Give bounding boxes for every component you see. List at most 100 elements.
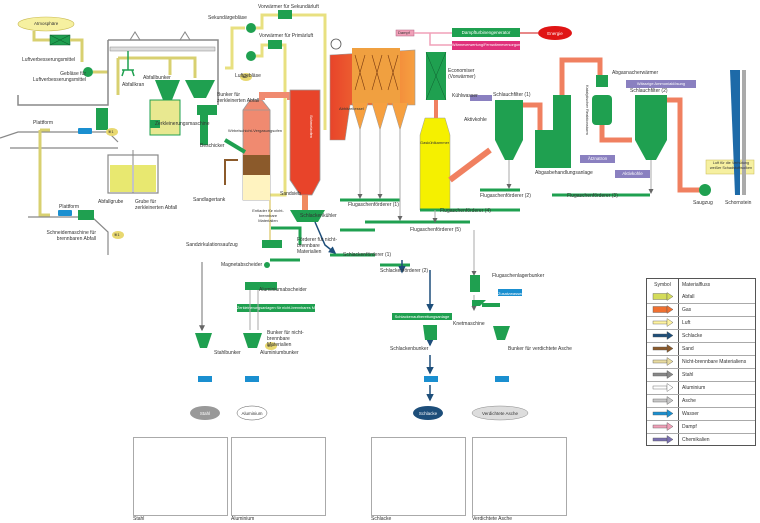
photo-caption: Aluminium xyxy=(231,516,255,522)
legend-label: Abfall xyxy=(678,291,755,304)
heat-supply-label: Wärmeverwertung/Fernwärmeversorgung xyxy=(452,43,523,47)
flue-gas-treatment-label: Abgasbehandlungsanlage xyxy=(535,170,593,176)
output-aluminium: Aluminium xyxy=(241,411,263,416)
legend-row: Asche xyxy=(647,394,755,408)
photo-slag xyxy=(371,437,466,516)
primary-preheater-label: Vorwärmer für Primärluft xyxy=(259,33,314,39)
plume-air-label: Luft für die Verhütung weißer Schadstoff… xyxy=(709,161,753,170)
legend-row: Dampf xyxy=(647,420,755,434)
fly-ash-conveyor-4-label: Flugaschenförderer (4) xyxy=(440,208,491,214)
platform-2-label: Plattform xyxy=(59,204,80,210)
legend-row: Nicht-brennbare Materialiens xyxy=(647,355,755,369)
shredded-bunker xyxy=(185,80,215,98)
fly-ash-storage-label: Flugaschenlagerbunker xyxy=(492,273,545,279)
legend-header-symbol: Symbol xyxy=(647,279,679,291)
legend-arrow-icon xyxy=(652,382,673,392)
legend-arrow-icon xyxy=(652,356,673,366)
ref-1-marker: ※1 xyxy=(108,129,114,134)
legend-row: Sand xyxy=(647,342,755,356)
slag-bunker xyxy=(423,325,437,340)
air-improver-blower xyxy=(83,67,93,77)
legend-row: Chemikalien xyxy=(647,433,755,446)
ref-2-marker-b: ※2 xyxy=(267,343,273,348)
legend-label: Chemikalien xyxy=(682,437,710,443)
chimney-label: Schornstein xyxy=(725,200,752,206)
catalytic-reactor-label: Katalytischer Reaktionsturm xyxy=(585,85,590,135)
non-combustible-conveyor-label: Förderer für nicht-brennbare Materialien xyxy=(297,237,338,255)
output-steel: Stahl xyxy=(199,411,211,416)
photo-steel xyxy=(133,437,228,516)
legend-arrow-icon xyxy=(652,343,673,353)
atmosphere-node xyxy=(17,16,75,32)
sand-sieve-label: Sandsieb xyxy=(280,191,301,197)
output-slag: Schlacke xyxy=(418,411,438,416)
legend-row: Luft xyxy=(647,316,755,330)
shredded-pit-label: Grube für zerkleinerten Abfall xyxy=(135,199,178,211)
legend-arrow-icon xyxy=(652,408,673,418)
platform-1-label: Plattform xyxy=(33,120,54,126)
slag-conveyor-1-label: Schlackenförderer (1) xyxy=(343,252,392,258)
turbine-generator-label: Dampfturbinengenerator xyxy=(461,30,511,35)
legend-label: Gas xyxy=(678,303,755,317)
legend-label: Dampf xyxy=(678,420,755,434)
energy-label: Energie xyxy=(547,31,563,36)
bag-filter-2-label: Schlauchfilter (2) xyxy=(630,88,668,94)
aluminium-bunker-label: Aluminiumbunker xyxy=(260,350,299,356)
chimney xyxy=(730,70,740,195)
slag-cooler-label: Schlackenkühler xyxy=(300,213,337,219)
induced-draft-label: Saugzug xyxy=(693,200,713,206)
gasifier-label: Wirbelschicht-Vergasungsofen xyxy=(228,128,283,133)
air-improver-blower-label: Gebläse für Luftverbesserungsmittel xyxy=(32,71,86,83)
waste-crane-label: Abfallkran xyxy=(122,82,145,88)
legend-arrow-icon xyxy=(652,369,673,379)
melting-furnace xyxy=(289,89,321,196)
legend-row: Abfall xyxy=(647,291,755,304)
atmosphere-label: Atmosphäre xyxy=(34,21,59,26)
aluminium-separator-label: Aluminiumabscheider xyxy=(259,287,307,293)
output-ash: Verdichtete Asche xyxy=(481,411,519,416)
photo-ash xyxy=(472,437,567,516)
makeup-water-label: Zusatzwasser xyxy=(498,291,523,296)
secondary-blower-label: Sekundärgebläse xyxy=(208,15,247,21)
ammonia-label: Wässrige Ammoniaklösung xyxy=(636,81,686,86)
legend-arrow-icon xyxy=(652,421,673,431)
kneader-label: Knetmaschine xyxy=(453,321,485,327)
steam-label: Dampf xyxy=(398,30,410,35)
secondary-preheater-label: Vorwärmer für Sekundärluft xyxy=(258,4,319,10)
ref-2-marker: ※2 xyxy=(242,74,248,79)
legend-label: Schlacke xyxy=(678,329,755,343)
legend-arrow-icon xyxy=(652,291,673,301)
gas-cooling-label: Gaskühlkammer xyxy=(420,140,450,145)
legend-row: Wasser xyxy=(647,407,755,421)
legend-arrow-icon xyxy=(652,395,673,405)
legend-label: Wasser xyxy=(678,407,755,421)
legend-row: Gas xyxy=(647,303,755,317)
photo-caption: Verdichtete Asche xyxy=(472,516,513,522)
air-improver-label: Luftverbesserungsmittel xyxy=(22,57,76,63)
photo-caption: Stahl xyxy=(133,516,145,522)
legend-label: Asche xyxy=(678,394,755,408)
melting-furnace-label: Schmelzofen xyxy=(309,115,314,139)
shredder-label: Zerkleinerungsmaschine xyxy=(155,121,210,127)
magnetic-separator-label: Magnetabscheider xyxy=(221,262,263,268)
bag-filter-2 xyxy=(635,95,667,140)
legend-row: Stahl xyxy=(647,368,755,382)
waste-bunker-label: Abfallbunker xyxy=(143,75,171,81)
gas-cooling-chamber xyxy=(419,117,451,211)
legend-label: Luft xyxy=(678,316,755,330)
ref-1-marker-b: ※1 xyxy=(114,232,120,237)
legend-arrow-icon xyxy=(652,330,673,340)
fly-ash-conveyor-2-label: Flugaschenförderer (2) xyxy=(480,193,531,199)
legend-arrow-icon xyxy=(652,304,673,314)
fly-ash-conveyor-3-label: Flugaschenförderer (3) xyxy=(567,193,618,199)
legend-row: Aluminium xyxy=(647,381,755,395)
catalytic-reactor xyxy=(592,95,612,125)
legend-arrow-icon xyxy=(652,317,673,327)
photo-caption: Schlacke xyxy=(371,516,392,522)
flue-gas-reheater-label: Abgasnacherwärmer xyxy=(612,70,659,76)
legend-label: Nicht-brennbare Materialiens xyxy=(678,355,755,369)
slag-cooler xyxy=(290,210,325,222)
waste-crane-icon xyxy=(121,51,135,77)
photo-aluminium xyxy=(231,437,326,516)
